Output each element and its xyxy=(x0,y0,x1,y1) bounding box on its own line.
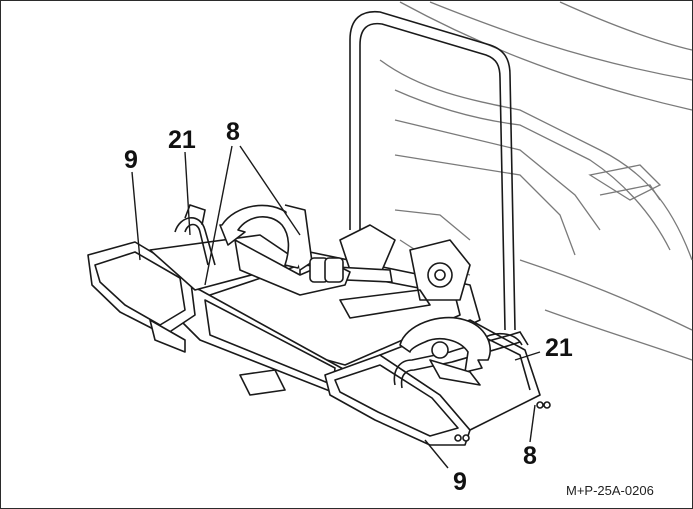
callout-end-cap-right: 9 xyxy=(453,468,467,496)
carrier-body xyxy=(179,224,481,396)
callout-clamp-left: 21 xyxy=(168,126,196,154)
left-clamp-arm xyxy=(174,203,216,266)
bottom-strap xyxy=(399,316,491,386)
callout-clamp-right: 21 xyxy=(545,334,573,362)
callout-strap-bottom: 8 xyxy=(523,442,537,470)
vehicle-outline xyxy=(379,1,693,361)
carrier-hoop xyxy=(349,10,516,331)
top-strap xyxy=(219,204,351,296)
callout-end-cap-left: 9 xyxy=(124,146,138,174)
callout-strap-top: 8 xyxy=(226,118,240,146)
left-end-cap xyxy=(87,234,301,353)
figure-code: M+P-25A-0206 xyxy=(566,483,654,498)
leader-lines xyxy=(131,145,541,469)
